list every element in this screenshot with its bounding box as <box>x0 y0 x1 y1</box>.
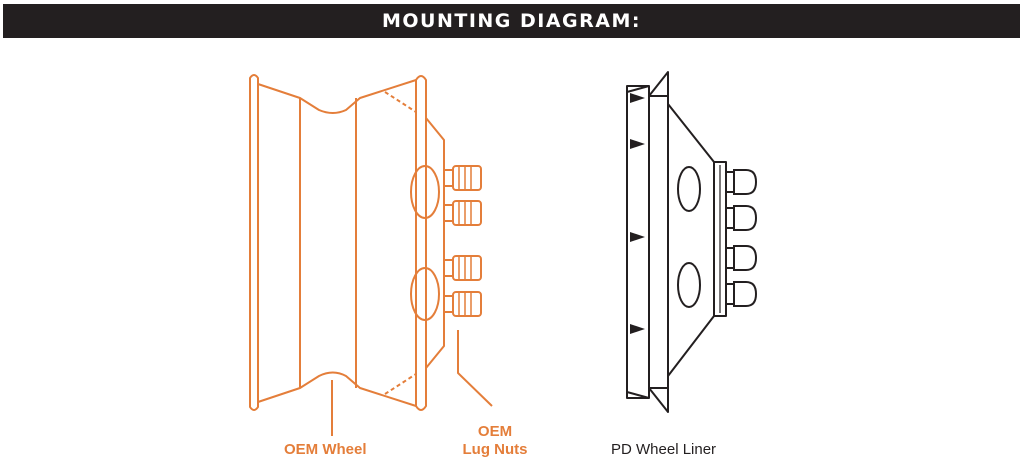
pd-wheel-liner-label: PD Wheel Liner <box>611 441 716 458</box>
liner-tab-markers <box>630 93 645 334</box>
pd-wheel-liner-label-text: PD Wheel Liner <box>611 441 717 458</box>
oem-lug-nuts-label-line2: Lug Nuts <box>462 441 528 458</box>
page-title: MOUNTING DIAGRAM: <box>381 10 641 32</box>
oem-wheel-label-text: OEM Wheel <box>284 441 367 458</box>
oem-lug-nuts-drawing <box>443 165 482 317</box>
oem-lug-nuts-label: OEM Lug Nuts <box>450 423 540 459</box>
oem-wheel-drawing <box>249 74 493 436</box>
header-banner: MOUNTING DIAGRAM: <box>3 4 1020 38</box>
liner-lug-nuts-drawing <box>725 169 758 307</box>
pd-wheel-liner-drawing <box>626 71 727 413</box>
oem-lug-nuts-label-line1: OEM <box>477 423 513 440</box>
oem-wheel-label: OEM Wheel <box>284 441 367 458</box>
